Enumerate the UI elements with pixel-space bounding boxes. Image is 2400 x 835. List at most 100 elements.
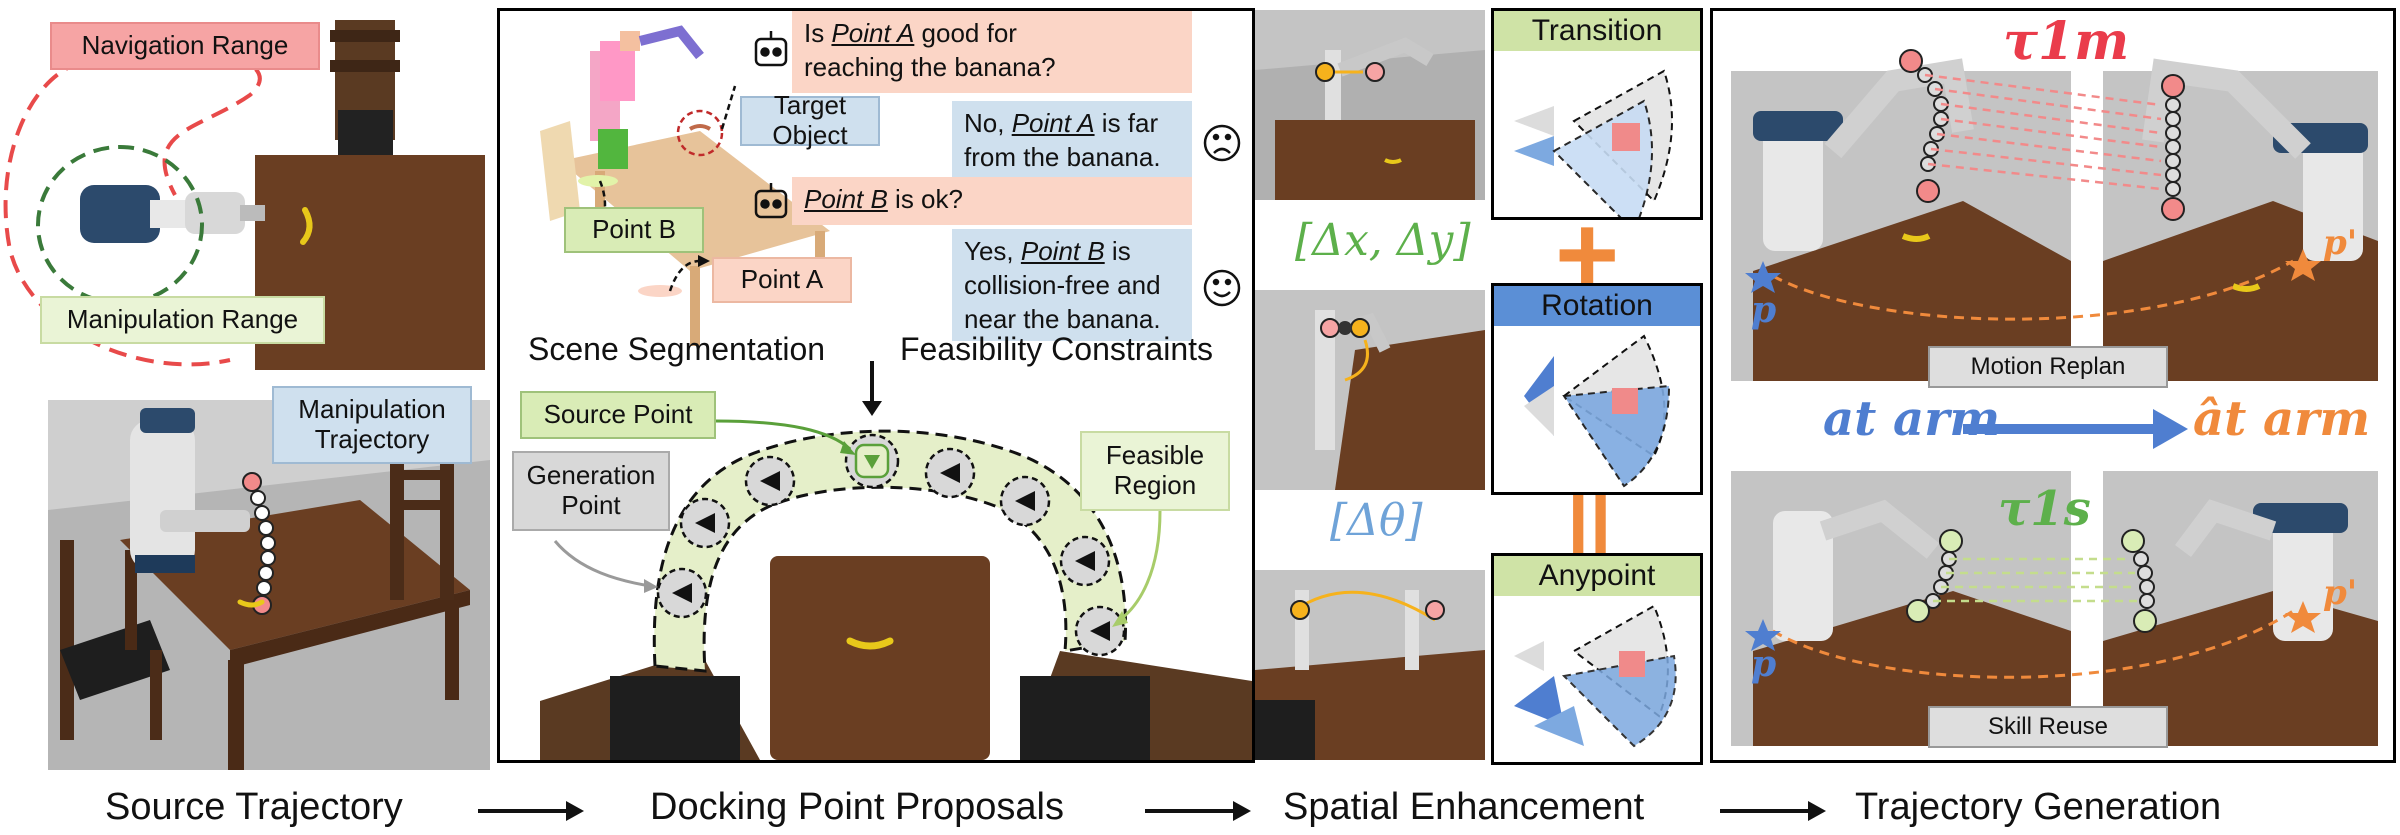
gen-point-3 bbox=[744, 455, 796, 507]
manipulation-trajectory bbox=[242, 472, 276, 615]
chair-left bbox=[60, 540, 170, 740]
q1-point-a: Point A bbox=[831, 18, 915, 48]
caption-arrow-3 bbox=[1720, 809, 1810, 813]
table-perspective bbox=[120, 500, 470, 770]
source-trajectory-panel: Navigation Range Manipulation Range bbox=[0, 0, 490, 770]
point-a-label: Point A bbox=[712, 257, 852, 303]
a2-point-b: Point B bbox=[1020, 236, 1105, 266]
spatial-enhancement-panel: [Δx, Δy] [Δθ] Transition + Rotation || A… bbox=[1255, 0, 1710, 770]
skill-reuse-scene bbox=[1731, 471, 2378, 746]
q2-post: is ok? bbox=[887, 184, 963, 214]
q1-line2: reaching the banana? bbox=[804, 51, 1056, 82]
gen-point-6 bbox=[1059, 535, 1111, 587]
q1-pre: Is bbox=[804, 18, 832, 48]
tau-s-text: τ1s bbox=[1998, 481, 2091, 537]
a1-line2: from the banana. bbox=[964, 141, 1161, 172]
transition-diagram bbox=[1514, 69, 1673, 217]
scene-segmentation-title: Scene Segmentation bbox=[528, 331, 826, 367]
caption-spatial-enhancement: Spatial Enhancement bbox=[1283, 786, 1645, 828]
generation-point-label: Generation Point bbox=[512, 451, 670, 531]
caption-arrow-1-head bbox=[566, 801, 584, 821]
bottom-scene bbox=[540, 556, 1252, 760]
feasible-region-label: Feasible Region bbox=[1080, 431, 1230, 511]
replan-traj-right bbox=[2161, 74, 2185, 221]
a2-line3: near the banana. bbox=[964, 303, 1161, 334]
reuse-traj-right bbox=[2121, 529, 2157, 633]
trajectory-generation-panel: τ1m at arm ât arm τ1s p p' p p' Motion R… bbox=[1710, 8, 2396, 763]
a2-post: is bbox=[1104, 236, 1131, 266]
feasible-line1: Feasible bbox=[1105, 440, 1205, 471]
caption-arrow-2-head bbox=[1233, 801, 1251, 821]
a-arm-text: at arm bbox=[1823, 391, 2001, 447]
caption-arrow-1 bbox=[478, 809, 568, 813]
manip-traj-line1: Manipulation bbox=[298, 394, 446, 425]
rotation-diagram bbox=[1524, 334, 1671, 488]
generation-points bbox=[656, 447, 1126, 657]
robot-icon-2 bbox=[754, 183, 788, 219]
caption-trajectory-generation: Trajectory Generation bbox=[1855, 786, 2222, 828]
robot-icon-1 bbox=[754, 31, 788, 67]
gen-point-4 bbox=[924, 447, 976, 499]
a-hat-arm-text: ât arm bbox=[2193, 391, 2371, 447]
gen-point-2 bbox=[679, 497, 731, 549]
perspective-scene bbox=[48, 400, 490, 770]
rotation-header: Rotation bbox=[1494, 286, 1700, 326]
a1-pre: No, bbox=[964, 108, 1012, 138]
docking-scene bbox=[540, 25, 1252, 760]
gen-point-5 bbox=[999, 475, 1051, 527]
delta-theta-label: [Δθ] bbox=[1330, 495, 1423, 546]
a1-point-a: Point A bbox=[1011, 108, 1095, 138]
docking-point-panel: Target Object Point B Point A Is Point A… bbox=[497, 8, 1255, 763]
down-arrow-icon bbox=[862, 401, 882, 416]
p-prime-star-top bbox=[2285, 249, 2321, 281]
question-bubble-2: Point B is ok? bbox=[792, 177, 1192, 225]
feasibility-constraints-title: Feasibility Constraints bbox=[900, 331, 1213, 367]
anypoint-diagram bbox=[1514, 604, 1677, 748]
spatial-scene-1 bbox=[1255, 10, 1485, 200]
source-point-marker bbox=[844, 433, 900, 489]
p-label-top: p bbox=[1751, 289, 1777, 331]
motion-replan-label: Motion Replan bbox=[1928, 346, 2168, 388]
banana-perspective bbox=[237, 599, 265, 608]
rotation-box: Rotation bbox=[1491, 283, 1703, 495]
q1-post: good for bbox=[914, 18, 1017, 48]
tau-m-label: τ1m bbox=[2003, 11, 2129, 72]
gen-point-line1: Generation bbox=[526, 460, 656, 491]
delta-xy-label: [Δx, Δy] bbox=[1295, 215, 1471, 266]
question-bubble-1: Is Point A good for reaching the banana? bbox=[792, 11, 1192, 93]
smile-face-icon bbox=[1203, 269, 1241, 307]
a2-pre: Yes, bbox=[964, 236, 1021, 266]
p-label-bottom: p bbox=[1751, 643, 1777, 685]
a-arm-label: at arm bbox=[1823, 391, 2000, 447]
p-star-top bbox=[1745, 261, 1781, 293]
gen-point-1 bbox=[656, 567, 708, 619]
answer-bubble-2: Yes, Point B is collision-free and near … bbox=[952, 229, 1192, 341]
caption-arrow-2 bbox=[1145, 809, 1235, 813]
sad-face-icon bbox=[1203, 124, 1241, 162]
anypoint-box: Anypoint bbox=[1491, 553, 1703, 765]
gen-point-line2: Point bbox=[561, 490, 621, 520]
anypoint-header: Anypoint bbox=[1494, 556, 1700, 596]
p-prime-label-top: p' bbox=[2323, 223, 2358, 263]
caption-docking-point-proposals: Docking Point Proposals bbox=[650, 786, 1064, 828]
segmented-scene bbox=[540, 25, 830, 346]
a2-line2: collision-free and bbox=[964, 269, 1161, 300]
p-prime-star-bottom bbox=[2285, 601, 2321, 633]
point-b-label: Point B bbox=[564, 207, 704, 253]
caption-arrow-3-head bbox=[1808, 801, 1826, 821]
feasible-line2: Region bbox=[1113, 470, 1197, 500]
tau-m-text: τ1m bbox=[2003, 11, 2130, 72]
transfer-arrow-icon bbox=[2153, 409, 2188, 449]
manipulation-trajectory-label: Manipulation Trajectory bbox=[272, 386, 472, 464]
transition-box: Transition bbox=[1491, 8, 1703, 220]
answer-bubble-1: No, Point A is far from the banana. bbox=[952, 101, 1192, 183]
reuse-traj-left bbox=[1906, 529, 1963, 623]
spatial-scene-3 bbox=[1255, 570, 1485, 760]
source-point-label: Source Point bbox=[520, 391, 716, 439]
banana bbox=[300, 207, 313, 245]
reuse-mapping-arrows bbox=[1933, 557, 2137, 603]
motion-replan-scene bbox=[1731, 58, 2378, 381]
target-object-label: Target Object bbox=[740, 90, 880, 150]
a-hat-arm-label: ât arm bbox=[2193, 391, 2370, 447]
p-prime-label-bottom: p' bbox=[2323, 573, 2358, 613]
